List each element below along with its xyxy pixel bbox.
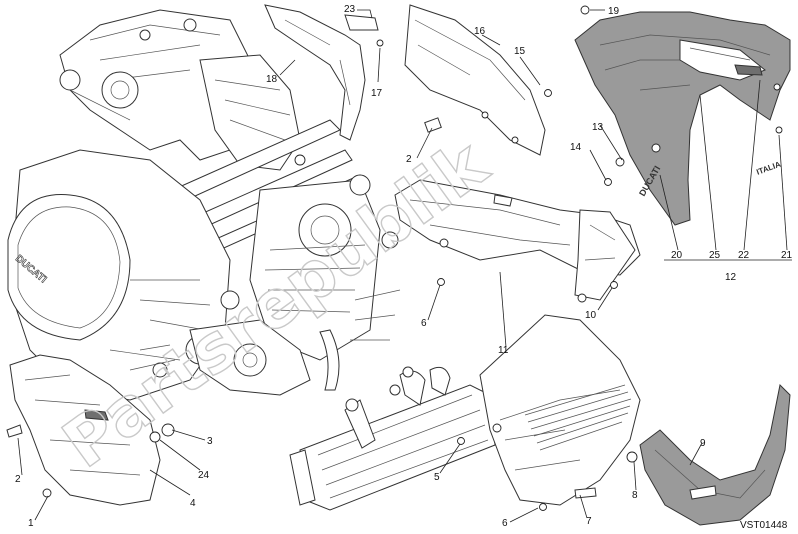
callout-2-lower: 2: [15, 474, 21, 485]
callout-6-upper: 6: [421, 318, 427, 329]
callout-18: 18: [266, 74, 278, 85]
part-18-side-cover: [264, 4, 379, 141]
diagram-reference-code: VST01448: [740, 520, 788, 531]
part-11-lower-fairing: [394, 179, 641, 303]
callout-17: 17: [371, 88, 383, 99]
fasteners: [376, 39, 618, 511]
callout-22: 22: [738, 250, 750, 261]
callout-3: 3: [207, 436, 213, 447]
callout-12: 12: [725, 272, 737, 283]
part-12-front-fairing: DUCATI ITALIA: [574, 5, 791, 226]
callout-9: 9: [700, 438, 706, 449]
callout-4: 4: [190, 498, 196, 509]
callout-20: 20: [671, 250, 683, 261]
part-9-lower-spoiler: [626, 383, 791, 526]
callout-7: 7: [586, 516, 592, 527]
callout-25: 25: [709, 250, 721, 261]
callout-6-lower: 6: [502, 518, 508, 529]
callout-23: 23: [344, 4, 356, 15]
callout-5: 5: [434, 472, 440, 483]
part-7-belly-pan: [479, 314, 641, 506]
callout-labels: 23 19 16 15 18 17 13 14 2 20 25 22 21 12…: [15, 4, 793, 529]
callout-24: 24: [198, 470, 210, 481]
grille-vents: [524, 384, 632, 451]
leader-lines: [17, 9, 792, 523]
side-badge-decal: ITALIA: [755, 160, 782, 177]
callout-11: 11: [498, 345, 509, 356]
callout-14: 14: [570, 142, 582, 153]
callout-1: 1: [28, 518, 34, 529]
callout-8: 8: [632, 490, 638, 501]
callout-10: 10: [585, 310, 597, 321]
callout-15: 15: [514, 46, 526, 57]
callout-2-upper: 2: [406, 154, 412, 165]
part-16-side-panel: [404, 4, 546, 156]
callout-19: 19: [608, 6, 620, 17]
callout-16: 16: [474, 26, 486, 37]
engine-block: DUCATI: [7, 9, 401, 401]
callout-13: 13: [592, 122, 604, 133]
radiator: [289, 366, 496, 511]
part-4-side-panel: [6, 344, 176, 506]
callout-21: 21: [781, 250, 793, 261]
